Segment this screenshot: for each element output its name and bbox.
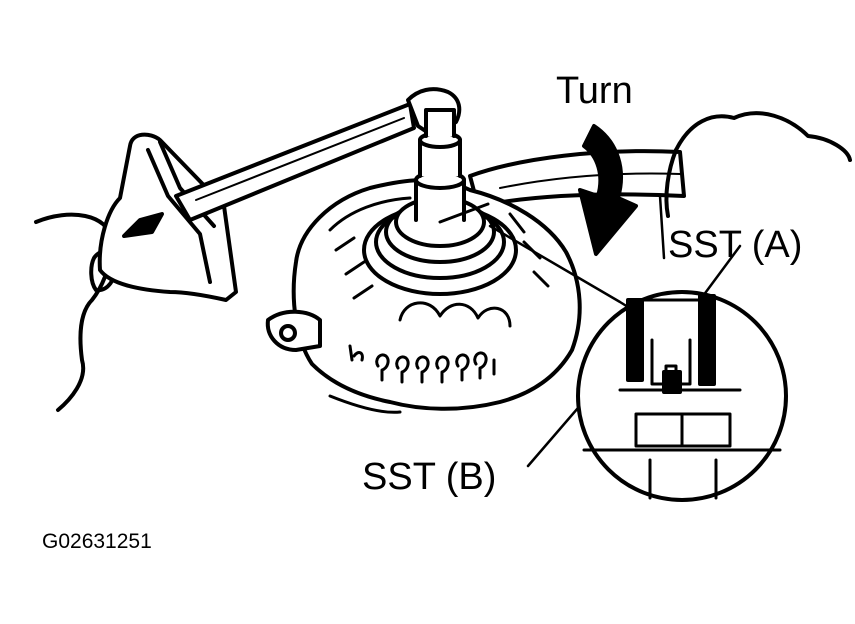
figure-code-label: G02631251 [42, 530, 152, 553]
pulley-assembly [362, 108, 518, 296]
wrench-handle [97, 87, 462, 302]
sst-a-label: SST (A) [668, 224, 803, 266]
detail-magnifier [576, 290, 788, 502]
right-hand [664, 111, 852, 218]
sst-a-bar [468, 149, 686, 208]
turn-arrow-icon [578, 124, 638, 256]
sst-b-label: SST (B) [362, 456, 497, 498]
turn-label: Turn [556, 70, 633, 112]
